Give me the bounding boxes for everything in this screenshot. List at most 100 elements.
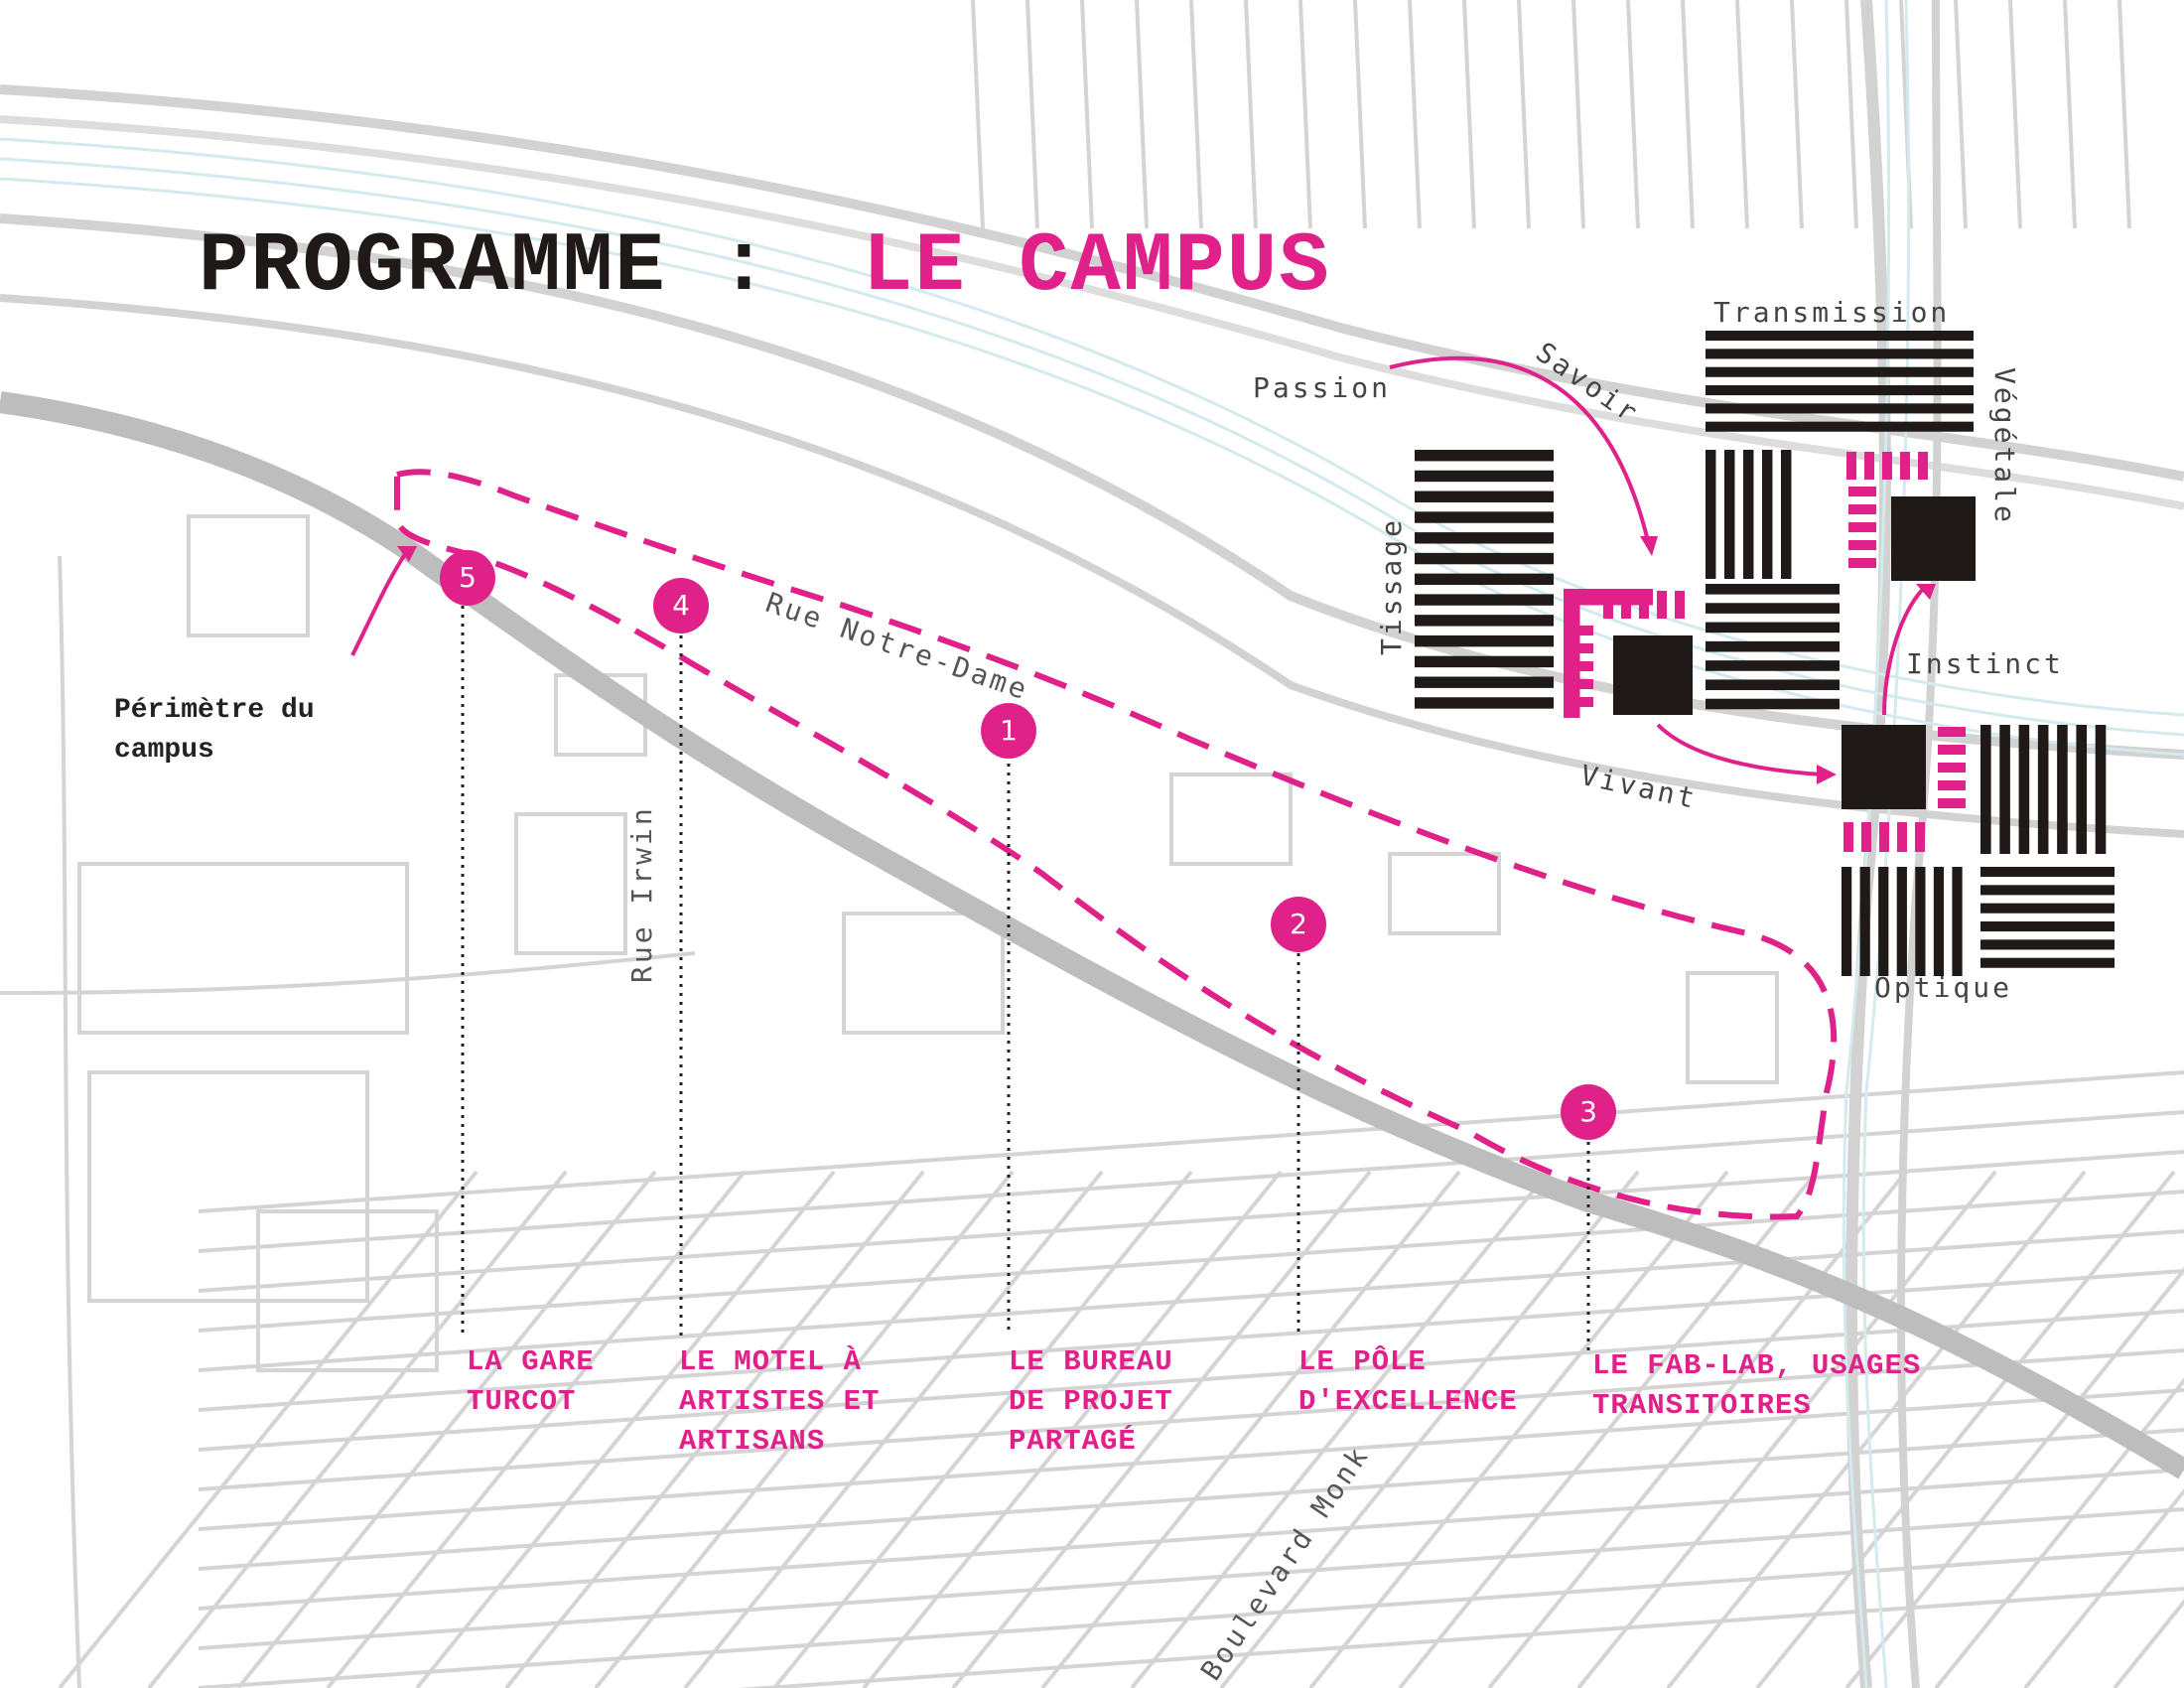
stripe (1706, 331, 1974, 342)
stripe (1706, 385, 1974, 396)
street-line (1135, 0, 1149, 229)
solid-tile (1613, 635, 1693, 715)
stripe (1706, 640, 1840, 652)
stripe (1915, 822, 1925, 852)
stripe (1724, 450, 1735, 579)
stripe (1706, 660, 1840, 671)
concept-diagram (1415, 331, 2115, 976)
stripe (1848, 522, 1876, 532)
stripe (1639, 591, 1649, 619)
stripe (1675, 591, 1685, 619)
street-line (1517, 0, 1531, 229)
street-line (2023, 1487, 2184, 1688)
stripe (1781, 450, 1792, 579)
street-line (1735, 0, 1749, 229)
street-line (1790, 0, 1804, 229)
street-line (415, 1170, 836, 1688)
solid-tile (1891, 496, 1976, 581)
street-line (1408, 0, 1422, 229)
stripe (1743, 450, 1754, 579)
annotation-arrows (350, 355, 1928, 776)
stripe (1980, 725, 1991, 854)
street-line (1040, 1170, 1461, 1688)
campus-perimeter (393, 469, 1838, 1220)
street-line (1571, 0, 1585, 229)
street-line (683, 1170, 1104, 1688)
building-footprint (87, 1070, 369, 1303)
street-line (1219, 1170, 1640, 1688)
street-line (2117, 0, 2131, 229)
street-line (2008, 0, 2022, 229)
stripe (2018, 725, 2030, 854)
programme-4-line2: ARTISTES ET (679, 1385, 881, 1418)
building-footprint (1686, 971, 1779, 1084)
street-line (0, 951, 696, 995)
perimeter-line2: campus (114, 735, 214, 766)
marker-5: 5 (440, 550, 495, 606)
street-line (594, 1170, 1015, 1688)
stripe (1706, 421, 1974, 432)
stripe (1848, 487, 1876, 496)
concept-instinct: Instinct (1906, 647, 2064, 680)
street-line (1462, 0, 1476, 229)
stripe (2057, 725, 2068, 854)
street-line (1025, 0, 1039, 229)
street-line (198, 1110, 2184, 1253)
programme-3-line2: TRANSITOIRES (1592, 1389, 1812, 1422)
stripe (1415, 655, 1554, 668)
street-line (1080, 0, 1094, 229)
stripe (1415, 697, 1554, 709)
stripe (1621, 591, 1631, 619)
stripe (2037, 725, 2049, 854)
stripe (1980, 867, 2115, 878)
street-line (1681, 0, 1695, 229)
stripe (1415, 634, 1554, 647)
programme-label-4: LE MOTEL À ARTISTES ET ARTISANS (679, 1342, 880, 1462)
programme-label-5: LA GARE TURCOT (467, 1342, 595, 1422)
stripe (1879, 822, 1889, 852)
programme-1-line2: DE PROJET (1009, 1385, 1173, 1418)
street-line (1298, 0, 1312, 229)
stripe (1980, 957, 2115, 968)
leader-lines (461, 606, 1590, 1350)
programme-4-line3: ARTISANS (679, 1425, 826, 1458)
stripe (1980, 939, 2115, 950)
stripe (1843, 822, 1853, 852)
stripe (1415, 511, 1554, 523)
canal (0, 391, 2184, 1479)
stripe (1566, 643, 1593, 653)
stripe (1848, 504, 1876, 514)
stripe (1933, 867, 1945, 976)
stripe (1706, 403, 1974, 414)
street-line (58, 555, 81, 1688)
concept-transmission: Transmission (1713, 296, 1951, 329)
stripe (1848, 540, 1876, 550)
arrow-heads (397, 536, 1936, 784)
street-line (1755, 1170, 2176, 1688)
street-line (58, 1170, 478, 1688)
stripe (1918, 452, 1928, 480)
stripe (1897, 822, 1907, 852)
stripe (1900, 452, 1910, 480)
street-line (198, 1070, 2184, 1213)
stripe (1415, 573, 1554, 586)
stripe (1861, 822, 1871, 852)
stripe (1706, 349, 1974, 359)
programme-2-line1: LE PÔLE (1298, 1345, 1427, 1378)
marker-4: 4 (653, 578, 709, 633)
programme-3-line1: LE FAB-LAB, USAGES (1592, 1349, 1922, 1382)
street-line (1244, 0, 1258, 229)
street-line (198, 1468, 2184, 1611)
stripe (1415, 470, 1554, 483)
building-footprint (514, 812, 627, 955)
building-footprint (1388, 852, 1501, 935)
stripe (1415, 615, 1554, 627)
building-footprint (1169, 773, 1293, 866)
street-line (1666, 1170, 2087, 1688)
stripe (1878, 867, 1889, 976)
programme-2-line2: D'EXCELLENCE (1298, 1385, 1518, 1418)
stripe (1938, 745, 1966, 755)
street-line (1487, 1170, 1908, 1688)
programme-1-line1: LE BUREAU (1009, 1345, 1173, 1378)
